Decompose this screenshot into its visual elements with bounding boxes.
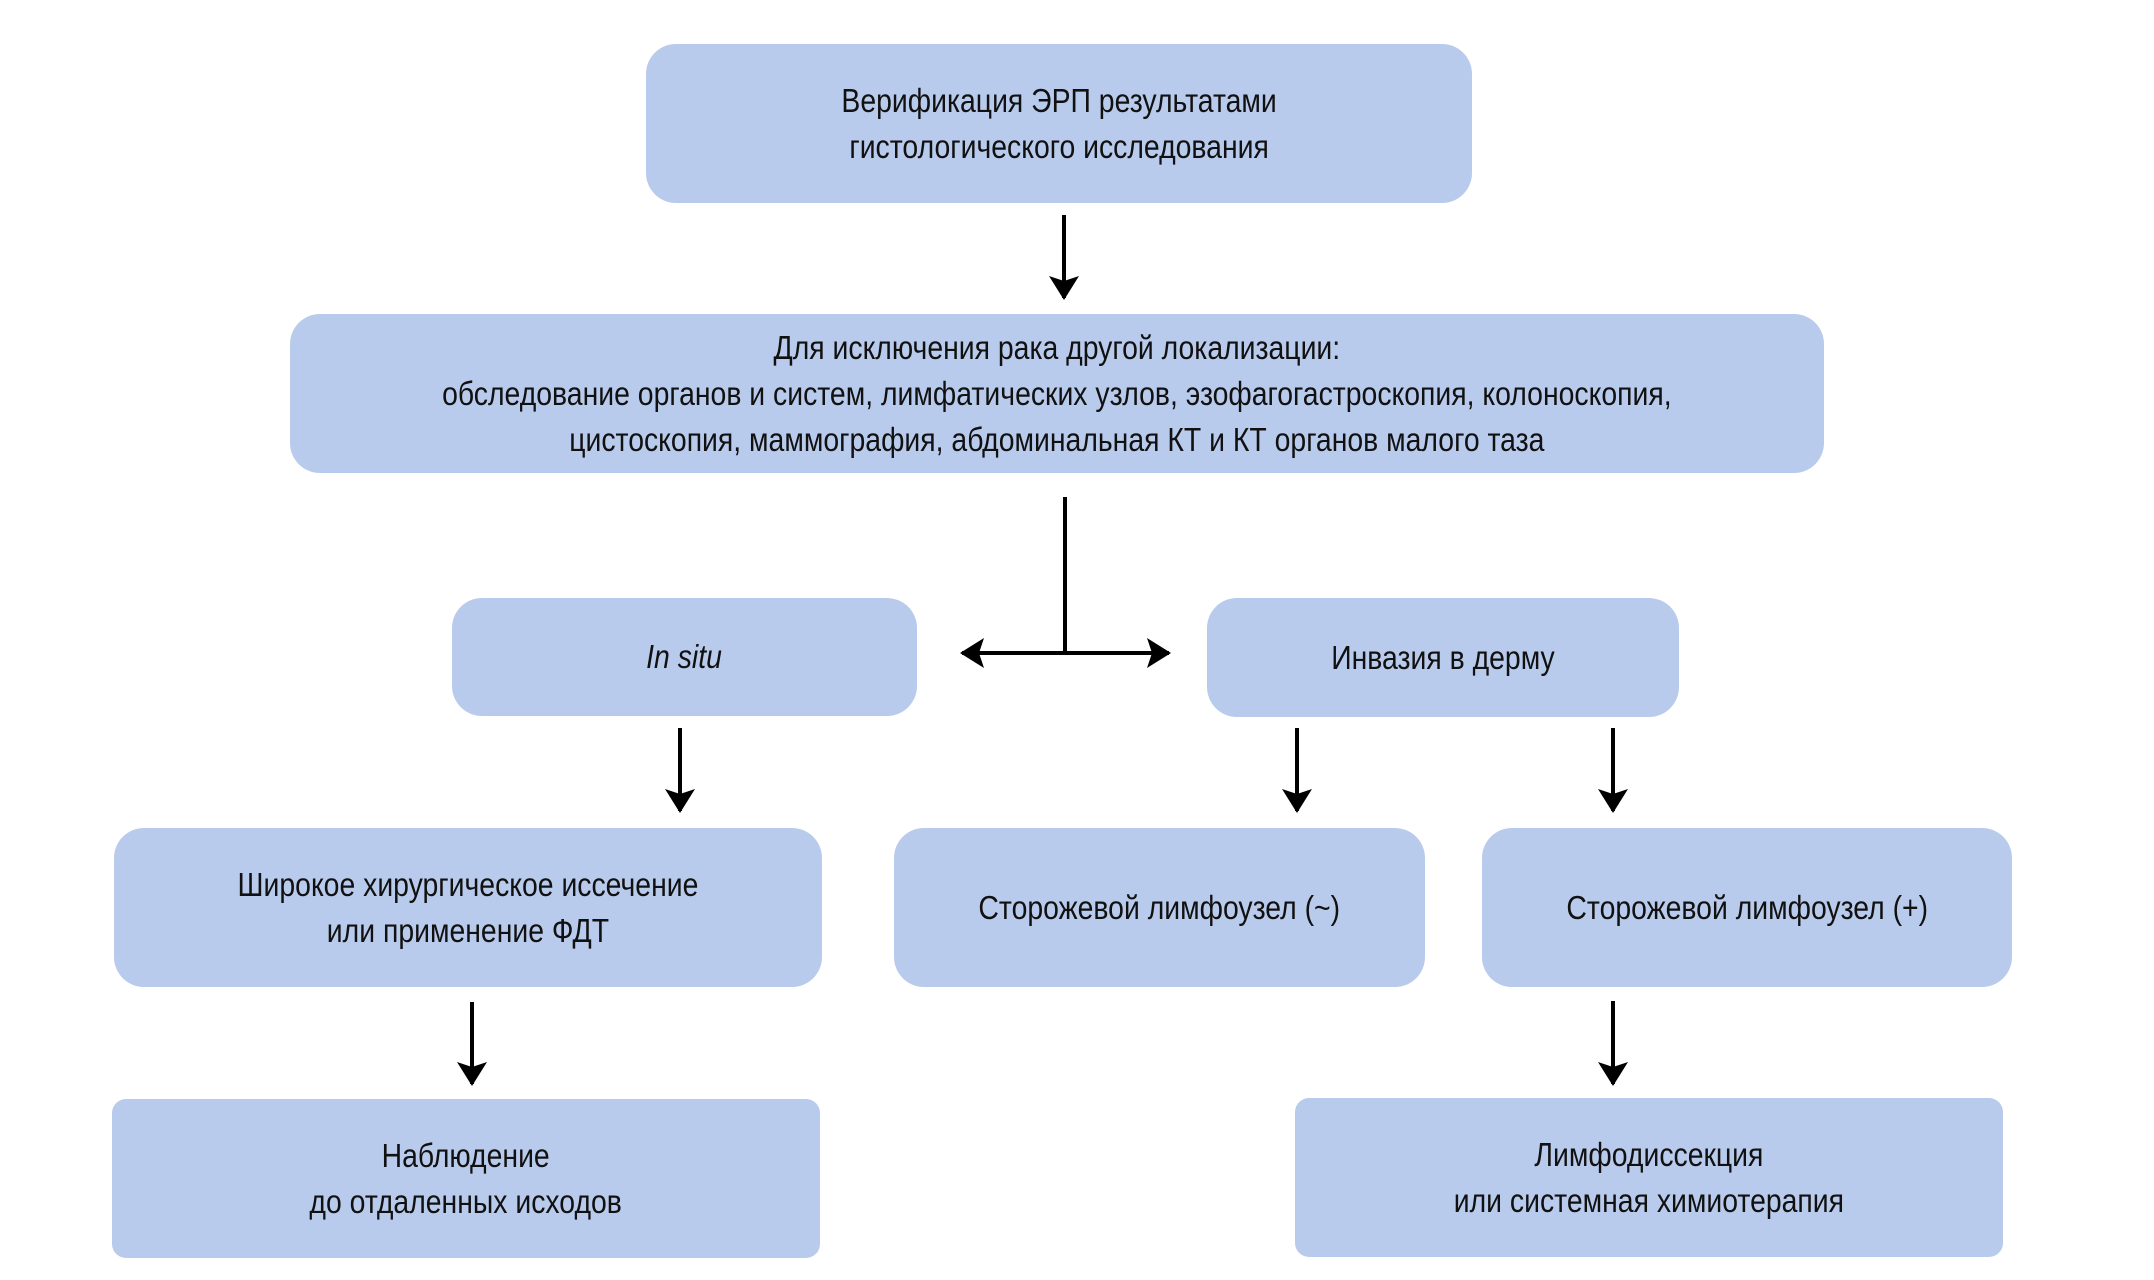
node-invasion: Инвазия в дерму (1207, 598, 1679, 717)
node-sentinel-positive-text: Сторожевой лимфоузел (+) (1566, 885, 1928, 931)
node-lymphodissection-text: Лимфодиссекция или системная химиотерапи… (1454, 1132, 1844, 1224)
node-text-line: In situ (646, 638, 723, 675)
node-text-line: Сторожевой лимфоузел (+) (1566, 888, 1928, 926)
node-exclusion: Для исключения рака другой локализации: … (290, 314, 1824, 473)
node-text-line: Верификация ЭРП результатами (841, 81, 1277, 119)
node-text-line: Наблюдение (381, 1136, 551, 1174)
node-verification-text: Верификация ЭРП результатами гистологиче… (841, 78, 1276, 170)
node-observation-text: Наблюдение до отдаленных исходов (310, 1133, 622, 1225)
node-sentinel-positive: Сторожевой лимфоузел (+) (1482, 828, 2012, 987)
node-wide-excision-text: Широкое хирургическое иссечение или прим… (238, 862, 699, 954)
node-sentinel-negative: Сторожевой лимфоузел (~) (894, 828, 1425, 987)
node-wide-excision: Широкое хирургическое иссечение или прим… (114, 828, 822, 987)
node-in-situ-text: In situ (647, 634, 723, 680)
node-lymphodissection: Лимфодиссекция или системная химиотерапи… (1295, 1098, 2003, 1257)
node-text-line: Широкое хирургическое иссечение (237, 865, 699, 903)
node-text-line: Инвазия в дерму (1331, 638, 1555, 676)
node-text-line: цистоскопия, маммография, абдоминальная … (569, 420, 1545, 458)
node-text-line: Для исключения рака другой локализации: (773, 328, 1341, 366)
node-sentinel-negative-text: Сторожевой лимфоузел (~) (979, 885, 1341, 931)
node-text-line: обследование органов и систем, лимфатиче… (442, 374, 1672, 412)
node-verification: Верификация ЭРП результатами гистологиче… (646, 44, 1472, 203)
node-in-situ: In situ (452, 598, 917, 716)
node-text-line: Лимфодиссекция (1534, 1135, 1764, 1173)
node-exclusion-text: Для исключения рака другой локализации: … (442, 325, 1672, 463)
node-text-line: Сторожевой лимфоузел (~) (978, 888, 1341, 926)
node-observation: Наблюдение до отдаленных исходов (112, 1099, 820, 1258)
node-text-line: до отдаленных исходов (309, 1182, 623, 1220)
node-text-line: или применение ФДТ (326, 911, 610, 949)
node-invasion-text: Инвазия в дерму (1331, 635, 1555, 681)
node-text-line: или системная химиотерапия (1453, 1181, 1845, 1219)
node-text-line: гистологического исследования (849, 127, 1269, 165)
